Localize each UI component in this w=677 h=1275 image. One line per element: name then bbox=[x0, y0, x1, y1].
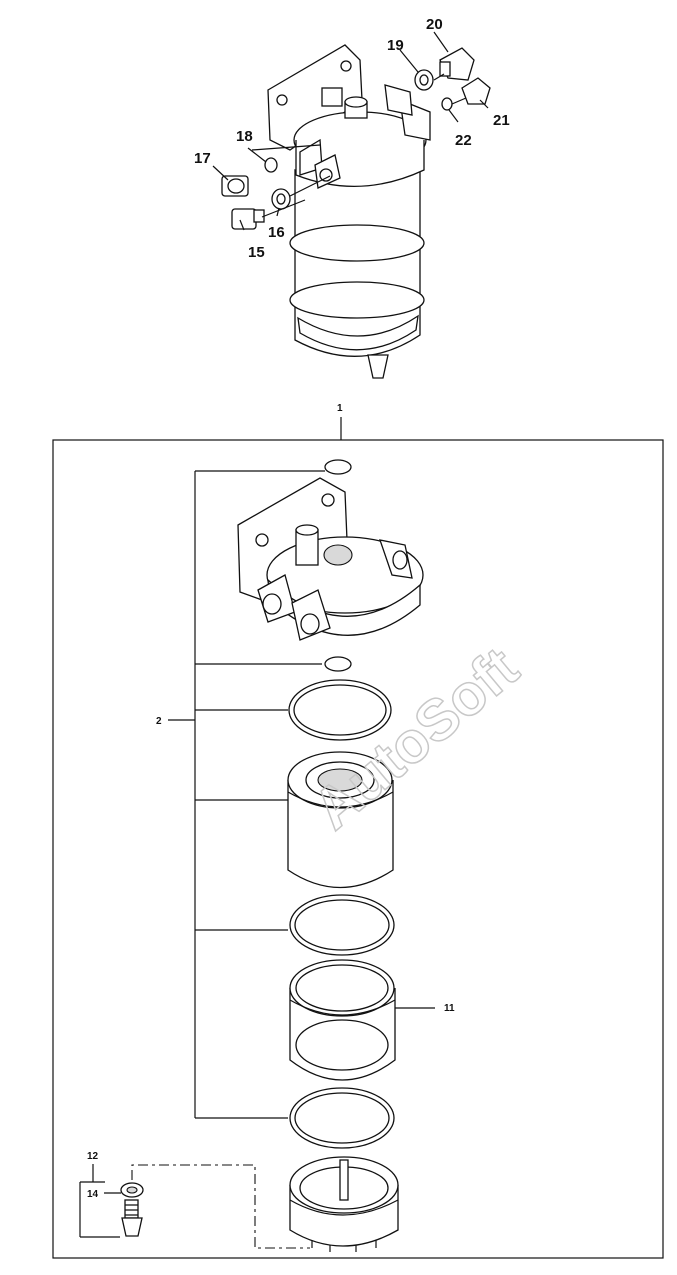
bracket-12 bbox=[79, 1164, 121, 1238]
washer-22 bbox=[441, 97, 453, 111]
seal-ring-middle bbox=[289, 894, 395, 956]
seal-ring-lower bbox=[289, 1087, 395, 1149]
callout-18: 18 bbox=[236, 128, 253, 145]
callout-19: 19 bbox=[387, 37, 404, 54]
callout-2: 2 bbox=[156, 716, 162, 727]
leader-lines-top bbox=[212, 31, 489, 231]
washer-19 bbox=[414, 69, 434, 91]
filter-element bbox=[287, 751, 394, 889]
washer-16 bbox=[271, 188, 291, 210]
o-ring-upper bbox=[324, 459, 352, 475]
assembled-fuel-filter bbox=[267, 44, 431, 379]
drain-plug bbox=[121, 1199, 143, 1237]
callout-1: 1 bbox=[337, 403, 343, 414]
callout-22: 22 bbox=[455, 132, 472, 149]
callout-17: 17 bbox=[194, 150, 211, 167]
plug-21 bbox=[461, 77, 491, 105]
callout-15: 15 bbox=[248, 244, 265, 261]
seal-ring-upper bbox=[288, 679, 392, 741]
o-ring-centre bbox=[324, 656, 352, 672]
washer-14 bbox=[120, 1182, 144, 1198]
bracket-2 bbox=[168, 470, 325, 1119]
plug-20 bbox=[439, 47, 475, 81]
plug-15 bbox=[231, 208, 265, 230]
bowl-11 bbox=[289, 959, 435, 1081]
callout-20: 20 bbox=[426, 16, 443, 33]
callout-12: 12 bbox=[87, 1151, 99, 1162]
dash-connection bbox=[131, 1164, 310, 1249]
exploded-view-frame bbox=[52, 439, 664, 1259]
callout-16: 16 bbox=[268, 224, 285, 241]
callout-labels: 20 19 21 22 18 17 16 15 1 2 11 12 14 bbox=[87, 16, 510, 1200]
callout-11: 11 bbox=[444, 1003, 455, 1014]
base-cap bbox=[289, 1156, 399, 1252]
filter-head bbox=[237, 477, 424, 641]
washer-18 bbox=[264, 157, 278, 173]
plug-17 bbox=[221, 175, 249, 197]
callout-14: 14 bbox=[87, 1189, 99, 1200]
callout-21: 21 bbox=[493, 112, 510, 129]
